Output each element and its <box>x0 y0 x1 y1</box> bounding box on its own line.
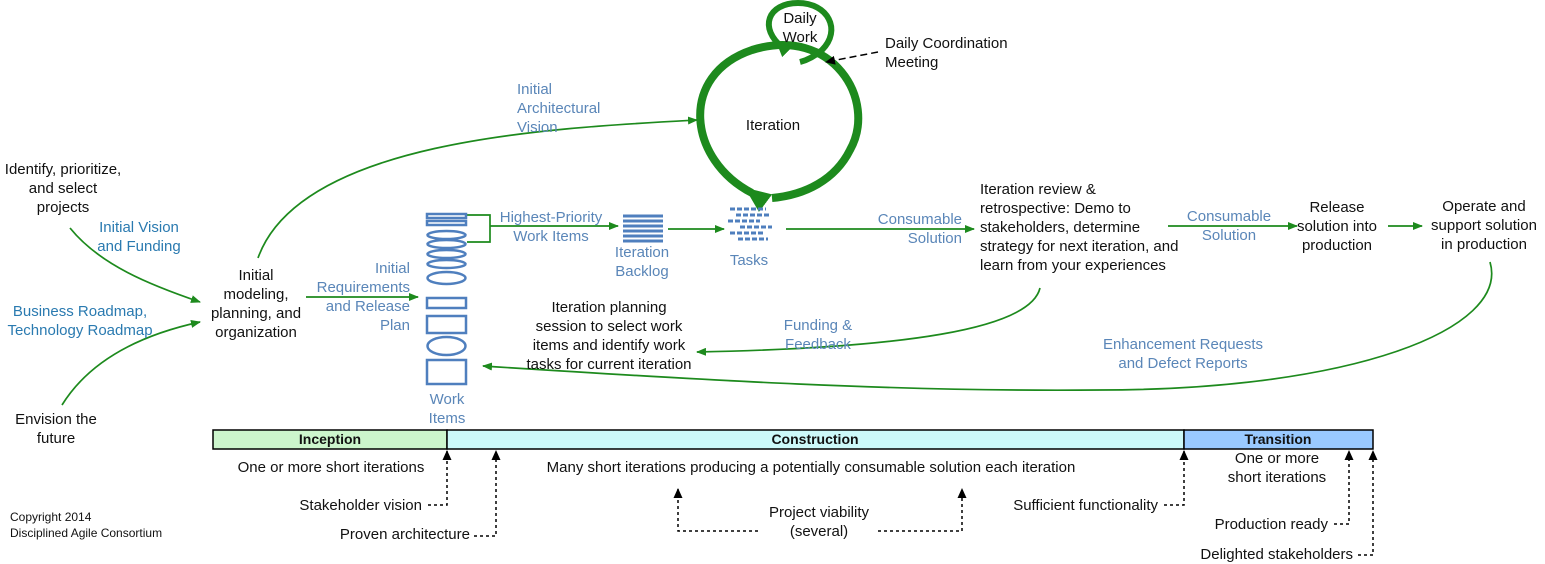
initial-modeling-label: Initial modeling, planning, and organiza… <box>210 267 302 341</box>
iteration-review-label: Iteration review & retrospective: Demo t… <box>980 181 1179 274</box>
work-items-stack-icon <box>425 212 468 386</box>
milestone-sufficient-functionality: Sufficient functionality <box>1013 497 1158 514</box>
construction-note: Many short iterations producing a potent… <box>546 459 1076 476</box>
initial-vision-funding-label: Initial Vision and Funding <box>97 219 181 255</box>
milestone-stakeholder-vision: Stakeholder vision <box>299 497 422 514</box>
iteration-backlog-icon <box>623 214 663 243</box>
business-roadmap-label: Business Roadmap, Technology Roadmap <box>7 303 153 339</box>
copyright: Copyright 2014 Disciplined Agile Consort… <box>10 510 163 540</box>
identify-projects-label: Identify, prioritize, and select project… <box>4 161 122 216</box>
phase-bar <box>212 429 1374 450</box>
release-solution-label: Release solution into production <box>1296 199 1378 254</box>
highest-priority-label: Highest-Priority Work Items <box>499 209 603 245</box>
consumable-solution-label-1: Consumable Solution <box>877 211 962 247</box>
operate-support-label: Operate and support solution in producti… <box>1431 198 1537 253</box>
transition-phase <box>1183 429 1374 450</box>
milestone-project-viability: Project viability (several) <box>768 504 870 540</box>
work-items-label: Work Items <box>428 391 466 427</box>
construction-label: Construction <box>771 431 859 447</box>
envision-future-label: Envision the future <box>15 411 97 447</box>
milestone-connectors <box>428 450 1378 556</box>
initial-architectural-vision-label: Initial Architectural Vision <box>517 81 601 136</box>
milestone-proven-architecture: Proven architecture <box>339 526 470 543</box>
tasks-icon <box>728 207 772 241</box>
daily-coordination-label: Daily Coordination Meeting <box>885 35 1008 71</box>
flow-arrows <box>61 116 1493 406</box>
iteration-label: Iteration <box>745 117 801 134</box>
initial-requirements-label: Initial Requirements and Release Plan <box>316 260 410 334</box>
transition-note: One or more short iterations <box>1227 450 1327 486</box>
daily-coordination-arrow <box>825 51 879 65</box>
consumable-solution-label-2: Consumable Solution <box>1186 208 1272 244</box>
iteration-planning-label: Iteration planning session to select wor… <box>526 299 692 373</box>
inception-label: Inception <box>298 431 362 447</box>
iteration-loop-icon <box>696 0 863 212</box>
inception-note: One or more short iterations <box>237 459 425 476</box>
funding-feedback-label: Funding & Feedback <box>783 317 853 353</box>
iteration-backlog-label: Iteration Backlog <box>614 244 670 280</box>
tasks-label: Tasks <box>729 252 769 269</box>
transition-label: Transition <box>1244 431 1312 447</box>
milestone-production-ready: Production ready <box>1214 516 1328 533</box>
enhancement-requests-label: Enhancement Requests and Defect Reports <box>1102 336 1264 372</box>
milestone-delighted-stakeholders: Delighted stakeholders <box>1200 546 1353 563</box>
daily-work-label: Daily Work <box>782 10 818 46</box>
